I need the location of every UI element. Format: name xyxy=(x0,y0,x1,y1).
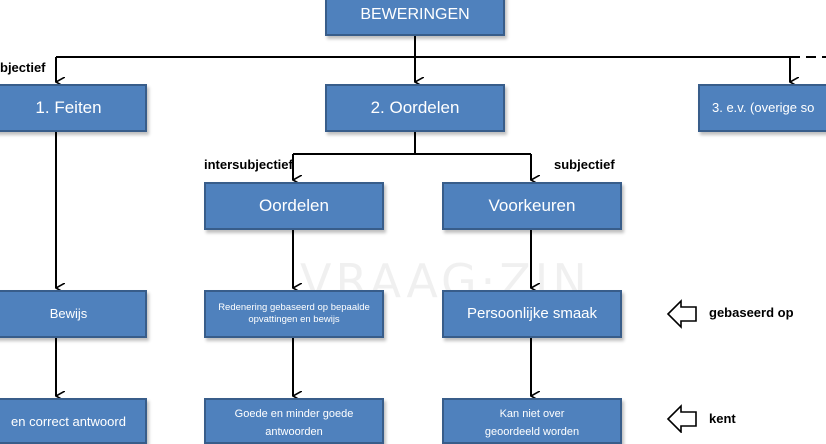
box-bewijs: Bewijs xyxy=(0,290,147,338)
box-goede-antwoorden: Goede en minder goede antwoorden xyxy=(204,398,384,444)
box-kan-niet-label: Kan niet over geoordeeld worden xyxy=(484,408,580,438)
box-kan-niet: Kan niet over geoordeeld worden xyxy=(442,398,622,444)
box-voorkeuren-label: Voorkeuren xyxy=(488,196,576,216)
box-voorkeuren: Voorkeuren xyxy=(442,182,622,230)
box-beweringen-label: BEWERINGEN xyxy=(360,6,470,23)
box-goede-antwoorden-label: Goede en minder goede antwoorden xyxy=(234,408,354,438)
hollow-arrow-kent-icon xyxy=(666,404,697,433)
box-oordelen-top: 2. Oordelen xyxy=(325,84,505,132)
label-intersubjectief: intersubjectief xyxy=(204,157,293,172)
label-subjectief-right: subjectief xyxy=(554,157,615,172)
box-overige: 3. e.v. (overige so xyxy=(698,84,826,132)
box-persoonlijke-smaak: Persoonlijke smaak xyxy=(442,290,622,338)
box-feiten: 1. Feiten xyxy=(0,84,147,132)
box-beweringen: BEWERINGEN xyxy=(325,0,505,36)
hollow-arrow-gebaseerd-icon xyxy=(666,299,697,329)
box-feiten-label: 1. Feiten xyxy=(35,98,102,118)
label-gebaseerd-op: gebaseerd op xyxy=(709,305,794,320)
box-overige-label: 3. e.v. (overige so xyxy=(712,99,815,115)
box-correct-antwoord-label: en correct antwoord xyxy=(11,414,126,429)
connector-lines xyxy=(55,36,826,433)
label-kent: kent xyxy=(709,411,736,426)
label-subjectief-left: bjectief xyxy=(0,60,46,75)
box-oordelen-sub-label: Oordelen xyxy=(259,196,329,216)
box-redenering-label: Redenering gebaseerd op bepaalde opvatti… xyxy=(218,302,370,325)
box-redenering: Redenering gebaseerd op bepaalde opvatti… xyxy=(204,290,384,338)
box-oordelen-sub: Oordelen xyxy=(204,182,384,230)
box-oordelen-top-label: 2. Oordelen xyxy=(370,98,460,118)
box-correct-antwoord: en correct antwoord xyxy=(0,398,147,444)
box-persoonlijke-smaak-label: Persoonlijke smaak xyxy=(466,304,598,322)
box-bewijs-label: Bewijs xyxy=(49,305,88,321)
